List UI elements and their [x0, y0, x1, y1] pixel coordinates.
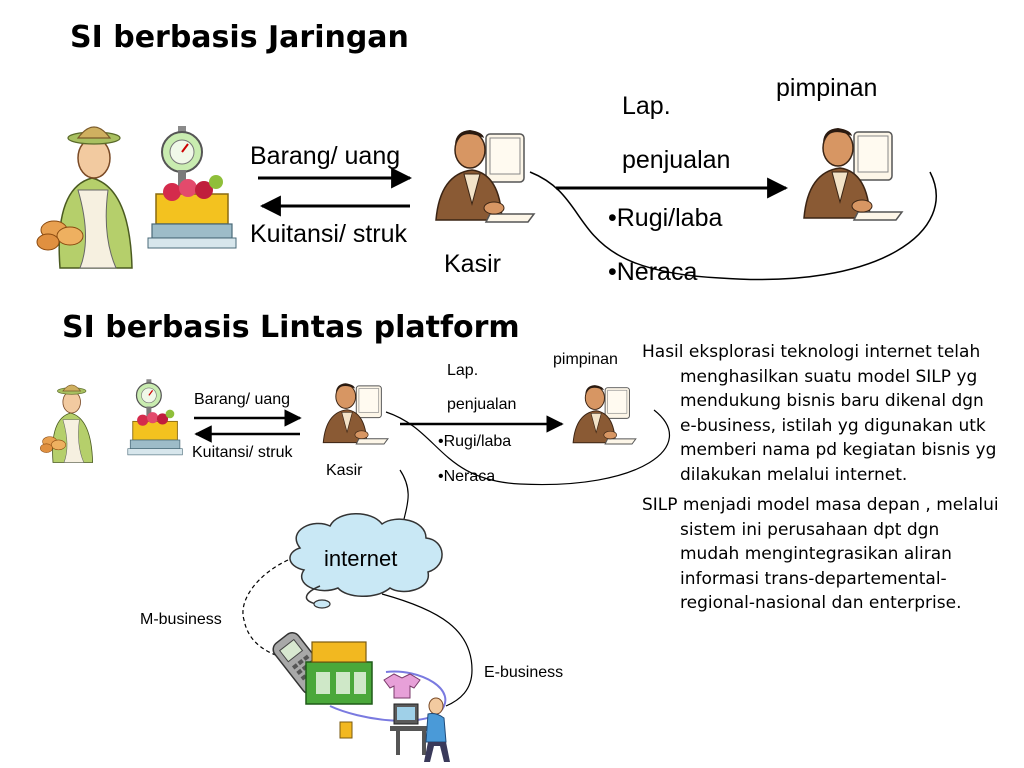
label-sales: penjualan: [622, 146, 731, 174]
label-profit-loss-small: •Rugi/laba: [438, 433, 512, 450]
label-receipt: Kuitansi/ struk: [250, 220, 408, 248]
label-profit-loss: •Rugi/laba: [608, 204, 723, 232]
label-leader: pimpinan: [776, 74, 878, 102]
label-goods-money: Barang/ uang: [250, 142, 401, 170]
label-goods-money-small: Barang/ uang: [194, 391, 291, 408]
label-balance-sheet-small: •Neraca: [438, 468, 496, 485]
label-m-business: M-business: [140, 611, 222, 628]
label-balance-sheet: •Neraca: [608, 258, 698, 286]
label-report-small: Lap.: [447, 362, 479, 379]
description-text: Hasil eksplorasi teknologi internet tela…: [642, 340, 1002, 616]
label-internet: internet: [324, 546, 398, 571]
description-paragraph-1: Hasil eksplorasi teknologi internet tela…: [642, 342, 997, 485]
description-paragraph-2: SILP menjadi model masa depan , melalui …: [642, 495, 999, 613]
label-receipt-small: Kuitansi/ struk: [192, 444, 293, 461]
label-cashier-small: Kasir: [326, 462, 363, 479]
label-leader-small: pimpinan: [553, 351, 618, 368]
section-title-network: SI berbasis Jaringan: [70, 20, 409, 55]
label-report: Lap.: [622, 92, 671, 120]
label-e-business: E-business: [484, 664, 564, 681]
label-cashier: Kasir: [444, 250, 501, 278]
label-sales-small: penjualan: [447, 396, 517, 413]
section-title-cross-platform: SI berbasis Lintas platform: [62, 310, 520, 345]
